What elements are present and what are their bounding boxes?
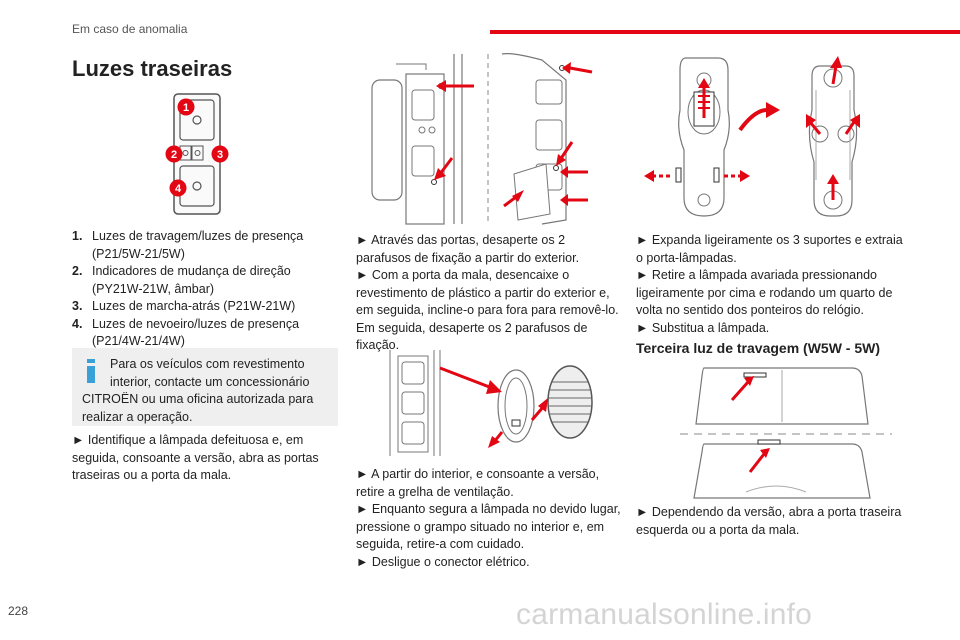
lamp-list: 1.Luzes de travagem/luzes de presença (P… [72,228,344,351]
step-text: ► Substitua a lâmpada. [636,320,770,335]
step-text: ► Enquanto segura a lâmpada no devido lu… [356,502,621,551]
watermark: carmanualsonline.info [516,598,813,631]
info-text-line1: Para os veículos com revestimento interi… [110,357,310,389]
step-text: ► Expanda ligeiramente os 3 suportes e e… [636,233,903,265]
header-accent-bar [490,30,960,34]
callout-3: 3 [211,145,229,163]
list-item: 3.Luzes de marcha-atrás (P21W-21W) [72,299,296,313]
list-item: 4.Luzes de nevoeiro/luzes de presença (P… [72,316,300,349]
grille-steps: ► A partir do interior, e consoante a ve… [356,466,622,571]
step-text: ► A partir do interior, e consoante a ve… [356,467,600,499]
svg-text:4: 4 [175,183,182,195]
step-text: ► Através das portas, desaperte os 2 par… [356,233,580,265]
callout-1: 1 [177,98,195,116]
lamp-holder-illustration [644,56,860,217]
callout-2: 2 [165,145,183,163]
lamp-holder-steps: ► Expanda ligeiramente os 3 suportes e e… [636,232,906,337]
info-text-line2: CITROËN ou uma oficina autorizada para r… [82,392,314,424]
callout-4: 4 [169,179,187,197]
page-title: Luzes traseiras [72,56,233,81]
page-number: 228 [8,604,29,618]
third-brake-illustration [680,367,892,499]
svg-text:1: 1 [183,102,189,114]
ventilation-grille-illustration [389,350,593,456]
third-brake-step: ► Dependendo da versão, abra a porta tra… [636,505,902,537]
identify-instruction: ► Identifique a lâmpada defeituosa e, em… [72,433,319,482]
svg-text:3: 3 [217,149,223,161]
third-brake-title: Terceira luz de travagem (W5W - 5W) [636,340,881,356]
info-icon [87,359,95,383]
door-screws-illustration [371,53,593,225]
step-text: ► Com a porta da mala, desencaixe o reve… [356,268,619,352]
tail-lamp-diagram: 1 2 3 4 [165,93,229,215]
list-item: 1.Luzes de travagem/luzes de presença (P… [72,229,304,261]
door-screws-steps: ► Através das portas, desaperte os 2 par… [356,232,622,355]
info-box: Para os veículos com revestimento interi… [72,348,338,426]
step-text: ► Desligue o conector elétrico. [356,554,530,569]
list-item: 2.Indicadores de mudança de direção (PY2… [72,264,291,296]
step-text: ► Retire a lâmpada avariada pressionando… [636,268,893,317]
svg-text:2: 2 [171,149,177,161]
section-header: Em caso de anomalia [72,22,188,36]
